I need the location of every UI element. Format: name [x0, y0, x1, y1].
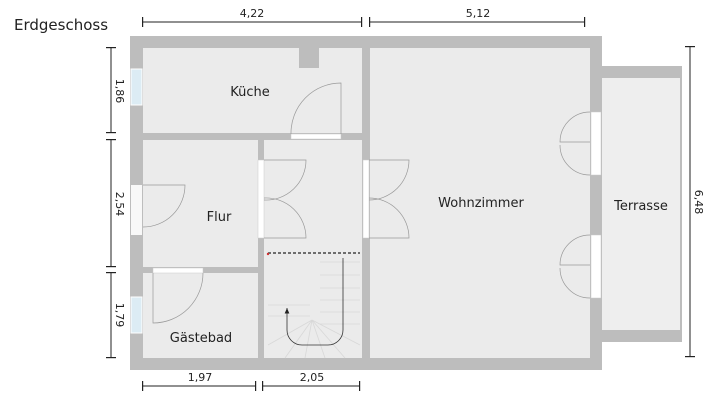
dim-top-left: 4,22	[240, 7, 265, 20]
window	[131, 185, 142, 235]
dim-bottom-left: 1,97	[188, 371, 213, 384]
stair-marker	[266, 252, 270, 256]
room-kueche	[143, 48, 362, 133]
dim-left-mid: 2,54	[113, 192, 126, 217]
staircase	[267, 261, 361, 359]
label-gaestebad: Gästebad	[170, 331, 232, 346]
label-flur: Flur	[207, 210, 232, 225]
dim-left-bottom: 1,79	[113, 303, 126, 328]
dim-right: 6,48	[692, 190, 705, 215]
dim-bottom-right: 2,05	[300, 371, 325, 384]
window	[130, 68, 143, 106]
room-flur	[143, 140, 258, 267]
stair-arrow-icon	[284, 258, 344, 346]
chimney	[299, 48, 319, 68]
label-terrasse: Terrasse	[613, 199, 668, 214]
room-wohnzimmer	[370, 48, 590, 358]
dim-top-right: 5,12	[466, 7, 491, 20]
label-kueche: Küche	[230, 85, 270, 100]
label-wohnzimmer: Wohnzimmer	[438, 196, 524, 211]
dim-left-top: 1,86	[113, 79, 126, 104]
room-hall	[264, 140, 362, 358]
floor-title: Erdgeschoss	[14, 16, 109, 34]
room-gaestebad	[143, 273, 258, 358]
window	[130, 296, 143, 334]
